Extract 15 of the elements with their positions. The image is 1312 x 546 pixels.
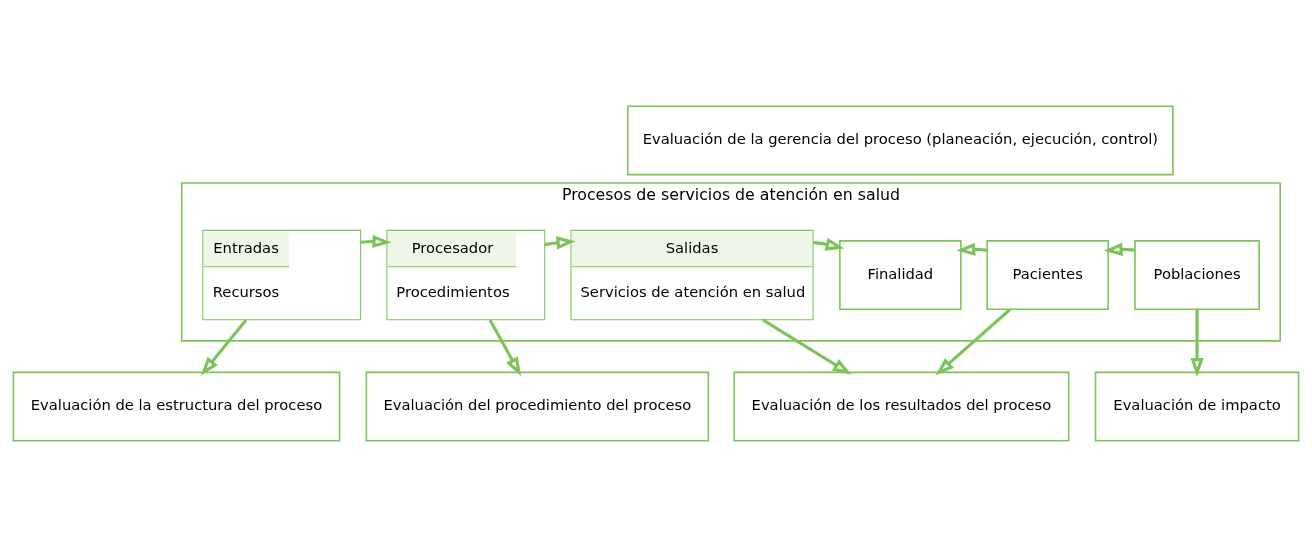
arrow xyxy=(935,307,1012,375)
node-box: Evaluación de la gerencia del proceso (planeación, ejecución, control) xyxy=(627,104,1174,175)
node-box: Poblaciones xyxy=(1134,239,1260,310)
node-box: Pacientes xyxy=(986,239,1109,310)
arrow xyxy=(1103,242,1135,256)
node-box: Evaluación del procedimiento del proceso xyxy=(365,371,710,442)
arrow xyxy=(813,237,845,251)
node-box: Finalidad xyxy=(839,239,962,310)
arrow xyxy=(1190,308,1204,377)
arrow xyxy=(544,235,576,249)
node-box: Evaluación de los resultados del proceso xyxy=(733,371,1070,442)
arrow xyxy=(762,318,852,375)
arrow xyxy=(488,318,522,376)
node-box: Evaluación de la estructura del proceso xyxy=(12,371,341,442)
node-box: Evaluación de impacto xyxy=(1094,371,1300,442)
